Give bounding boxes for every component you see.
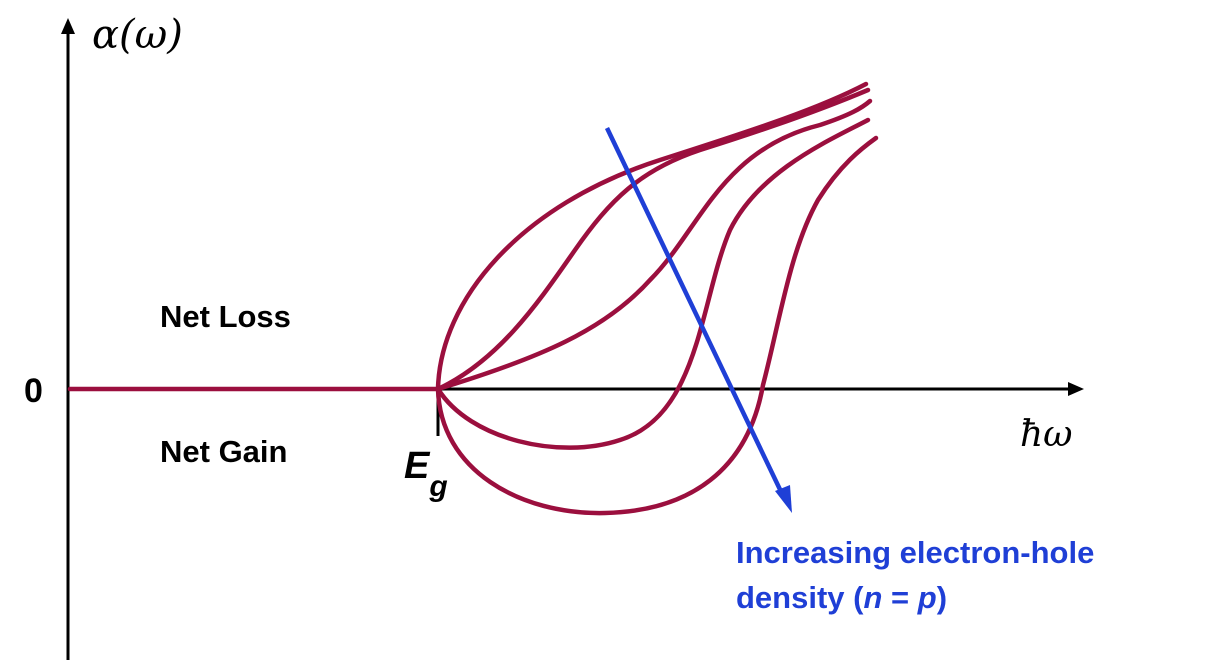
curve-density-4 bbox=[435, 117, 871, 450]
bandgap-subscript: g bbox=[428, 470, 447, 503]
annotation-n: n bbox=[863, 580, 882, 615]
annotation-suffix: ) bbox=[937, 580, 947, 615]
curve-density-2 bbox=[435, 87, 871, 392]
net-gain-label: Net Gain bbox=[160, 434, 287, 469]
curve-density-1 bbox=[435, 81, 869, 392]
y-axis-arrowhead bbox=[61, 18, 75, 34]
annotation-line-2: density (n = p) bbox=[736, 580, 947, 615]
curve-density-3 bbox=[435, 98, 873, 392]
bandgap-base: E bbox=[404, 445, 431, 487]
annotation-equals: = bbox=[882, 580, 917, 615]
curve-density-5 bbox=[435, 135, 879, 516]
net-loss-label: Net Loss bbox=[160, 299, 291, 334]
increasing-density-arrowhead bbox=[775, 485, 792, 513]
zero-label: 0 bbox=[24, 372, 43, 410]
absorption-curves bbox=[67, 81, 879, 516]
x-axis-arrowhead bbox=[1068, 382, 1084, 396]
increasing-density-arrow bbox=[604, 127, 788, 501]
annotation-line-1: Increasing electron-hole bbox=[736, 535, 1094, 570]
bandgap-label: Eg bbox=[404, 445, 448, 503]
annotation-density-prefix: density ( bbox=[736, 580, 864, 615]
y-axis-label: α(ω) bbox=[92, 12, 183, 58]
annotation-p: p bbox=[917, 580, 937, 615]
x-axis-label: ħω bbox=[1020, 414, 1073, 455]
